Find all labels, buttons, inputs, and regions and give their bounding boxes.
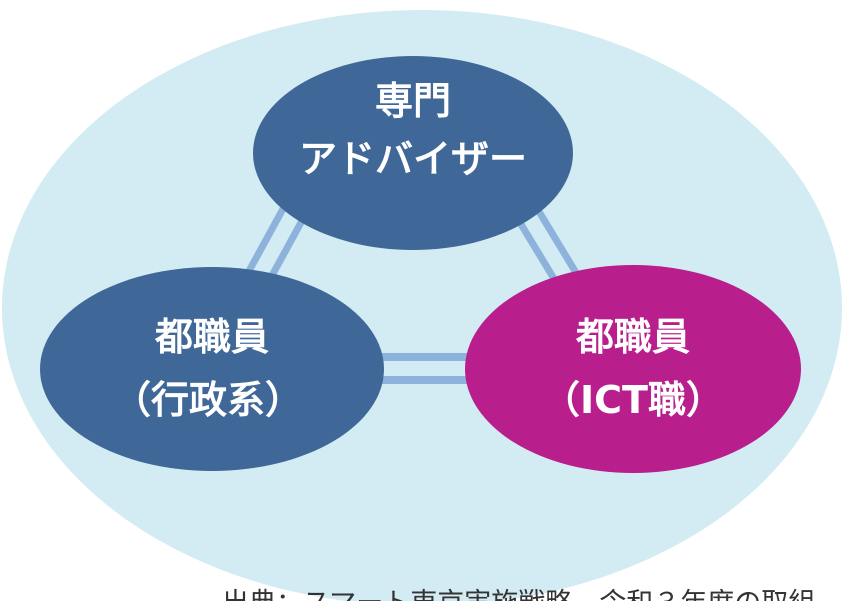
connector-left-right bbox=[365, 353, 478, 384]
node-expert-advisor: 専門 アドバイザー bbox=[253, 56, 573, 250]
node-staff-admin: 都職員 （行政系） bbox=[40, 267, 384, 471]
node-expert-advisor-line1: 専門 bbox=[375, 79, 451, 123]
node-expert-advisor-ellipse bbox=[253, 56, 573, 250]
node-staff-admin-line2: （行政系） bbox=[113, 378, 303, 422]
node-expert-advisor-line2: アドバイザー bbox=[299, 137, 527, 181]
node-staff-admin-ellipse bbox=[40, 267, 384, 471]
node-staff-ict-line2: （ICT職） bbox=[542, 378, 724, 422]
source-caption: 出典：スマート東京実施戦略 令和３年度の取組 bbox=[222, 588, 815, 601]
node-staff-ict-ellipse bbox=[465, 265, 801, 473]
connector-top-right bbox=[513, 203, 581, 289]
node-staff-ict: 都職員 （ICT職） bbox=[465, 265, 801, 473]
node-staff-admin-line1: 都職員 bbox=[154, 315, 269, 359]
node-staff-ict-line1: 都職員 bbox=[575, 315, 690, 359]
